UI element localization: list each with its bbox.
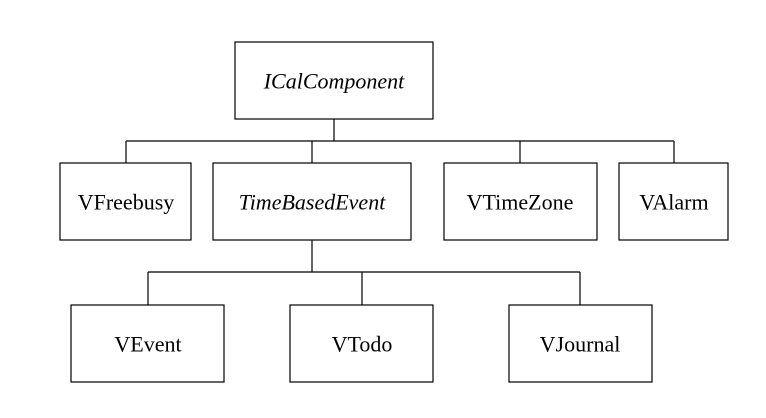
node-vfreebusy: VFreebusy — [59, 162, 192, 241]
node-vtimezone: VTimeZone — [443, 162, 598, 241]
node-timebasedevent-label: TimeBasedEvent — [239, 190, 387, 215]
node-valarm-label: VAlarm — [639, 190, 708, 215]
node-vtodo: VTodo — [289, 304, 434, 383]
node-timebasedevent: TimeBasedEvent — [212, 162, 412, 241]
node-vfreebusy-label: VFreebusy — [78, 190, 175, 215]
node-valarm: VAlarm — [618, 162, 729, 241]
node-vjournal-label: VJournal — [540, 332, 621, 357]
node-icalcomponent: ICalComponent — [234, 41, 434, 120]
connectors-root — [125, 119, 675, 163]
node-icalcomponent-label: ICalComponent — [263, 69, 405, 94]
node-vevent: VEvent — [70, 304, 225, 383]
node-vtodo-label: VTodo — [332, 332, 393, 357]
node-vevent-label: VEvent — [114, 332, 181, 357]
connectors-timebasedevent — [147, 240, 581, 305]
node-vtimezone-label: VTimeZone — [467, 190, 574, 215]
node-vjournal: VJournal — [508, 304, 653, 383]
